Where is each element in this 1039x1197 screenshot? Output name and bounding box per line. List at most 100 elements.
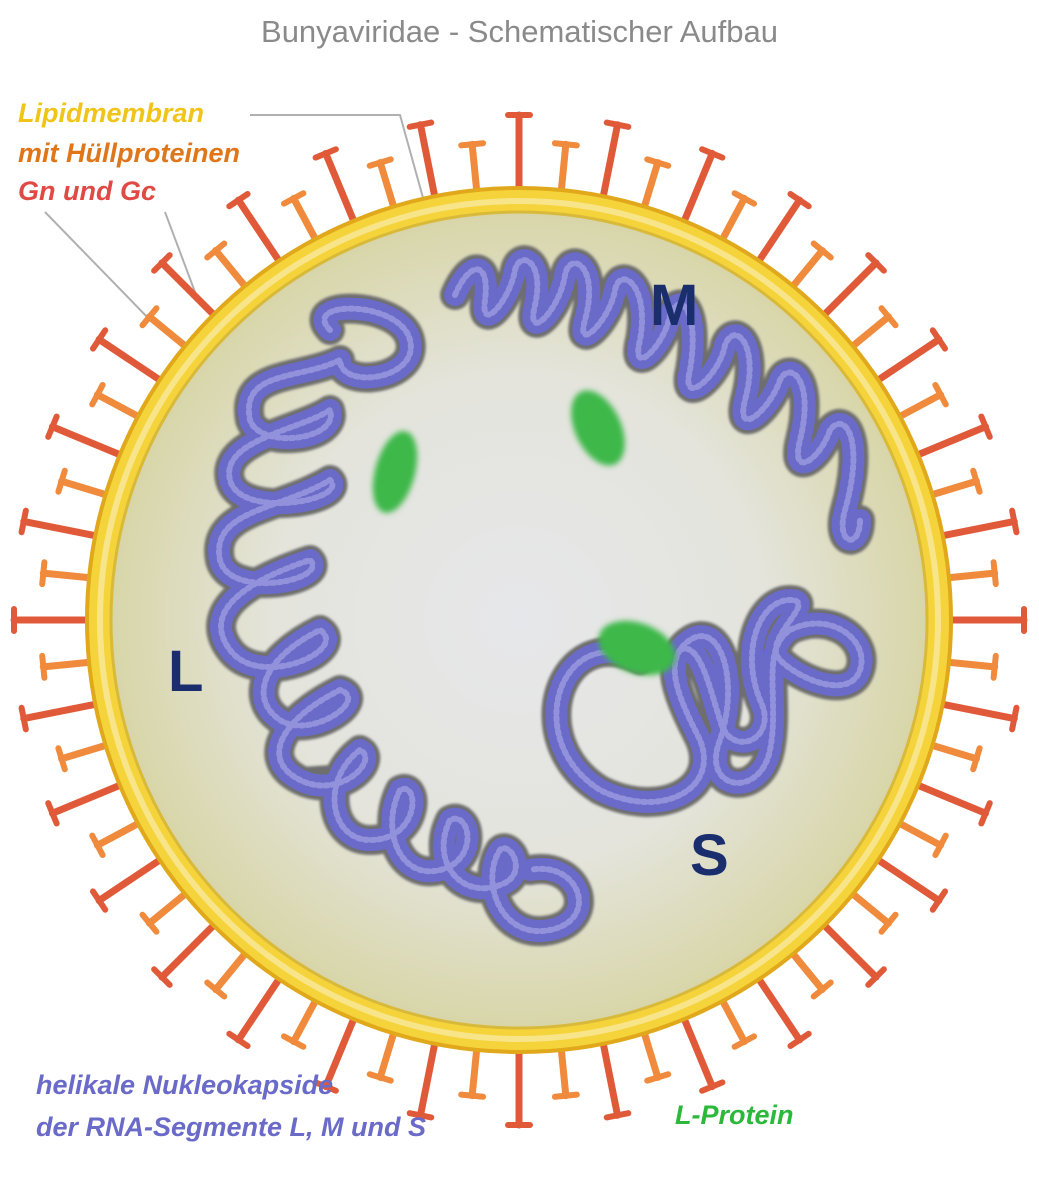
- envelope-protein-cap: [89, 381, 106, 408]
- envelope-protein-cap: [55, 467, 68, 495]
- envelope-protein-gn: [598, 121, 622, 207]
- segment-label-s: S: [690, 823, 729, 888]
- lipid-membrane-inner: [97, 198, 941, 1042]
- envelope-protein-cap: [878, 911, 899, 935]
- envelope-protein-cap: [366, 156, 394, 169]
- envelope-protein-gn: [95, 852, 170, 905]
- leader-lines: [44, 114, 426, 321]
- envelope-protein-cap: [204, 979, 228, 1000]
- envelope-protein-gn: [908, 779, 990, 817]
- envelope-protein-cap: [929, 327, 949, 352]
- envelope-protein-gn: [678, 1009, 716, 1091]
- envelope-protein-gn: [908, 423, 990, 461]
- envelope-protein-cap: [18, 507, 29, 536]
- leader-line-gc: [164, 211, 199, 301]
- label-gn-gc: Gn und Gc: [18, 176, 156, 207]
- envelope-protein-cap: [39, 559, 48, 588]
- envelope-protein-cap: [1009, 507, 1020, 536]
- envelope-protein-gn: [158, 259, 222, 323]
- envelope-protein-cap: [45, 413, 60, 440]
- l-protein-on-l: [372, 431, 418, 513]
- envelope-protein-cap: [878, 305, 899, 329]
- envelope-protein-gn: [234, 196, 287, 271]
- envelope-protein-gn: [20, 517, 106, 541]
- envelope-protein-cap: [139, 305, 160, 329]
- envelope-protein-cap: [204, 240, 228, 261]
- envelope-protein-cap: [810, 979, 834, 1000]
- envelope-protein-cap: [731, 190, 758, 207]
- envelope-protein-cap: [226, 1030, 251, 1050]
- envelope-protein-cap: [865, 966, 887, 988]
- l-protein-on-m: [571, 390, 625, 466]
- envelope-protein-cap: [55, 745, 68, 773]
- envelope-protein-cap: [551, 1091, 580, 1100]
- envelope-protein-cap: [978, 413, 993, 440]
- envelope-protein-gn: [20, 699, 106, 723]
- envelope-protein-cap: [970, 745, 983, 773]
- segment-label-l: L: [168, 639, 204, 704]
- leader-line-membrane: [250, 114, 426, 206]
- envelope-protein-cap: [406, 1110, 435, 1121]
- envelope-protein-cap: [932, 381, 949, 408]
- envelope-protein-cap: [406, 119, 435, 130]
- envelope-protein-gn: [751, 196, 804, 271]
- envelope-protein-cap: [644, 1071, 672, 1084]
- envelope-protein-cap: [551, 140, 580, 149]
- envelope-protein-gn: [598, 1033, 622, 1119]
- envelope-protein-cap: [280, 190, 307, 207]
- envelope-protein-cap: [603, 119, 632, 130]
- envelope-protein-gn: [234, 969, 287, 1044]
- envelope-protein-cap: [366, 1071, 394, 1084]
- envelope-protein-cap: [89, 327, 109, 352]
- segment-label-m: M: [650, 273, 699, 338]
- envelope-protein-cap: [39, 652, 48, 681]
- envelope-protein-cap: [731, 1033, 758, 1050]
- envelope-protein-gn: [95, 335, 170, 388]
- envelope-protein-cap: [18, 704, 29, 733]
- label-envelope-proteins: mit Hüllproteinen: [18, 138, 240, 168]
- envelope-protein-cap: [458, 140, 487, 149]
- diagram-title: Bunyaviridae - Schematischer Aufbau: [261, 14, 778, 49]
- envelope-protein-cap: [151, 966, 173, 988]
- envelope-protein-cap: [990, 559, 999, 588]
- envelope-protein-cap: [699, 146, 726, 161]
- envelope-protein-cap: [1009, 704, 1020, 733]
- envelope-protein-cap: [865, 252, 887, 274]
- envelope-protein-cap: [226, 190, 251, 210]
- envelope-proteins: [10, 111, 1028, 1129]
- envelope-protein-gn: [416, 121, 440, 207]
- envelope-protein-gn: [678, 149, 716, 231]
- envelope-protein-cap: [458, 1091, 487, 1100]
- envelope-protein-cap: [644, 156, 672, 169]
- l-protein-on-s: [598, 620, 676, 676]
- envelope-protein-cap: [932, 832, 949, 859]
- envelope-protein-cap: [45, 800, 60, 827]
- envelope-protein-cap: [810, 240, 834, 261]
- envelope-protein-cap: [312, 146, 339, 161]
- envelope-protein-cap: [603, 1110, 632, 1121]
- envelope-protein-cap: [929, 888, 949, 913]
- l-proteins: [372, 390, 676, 676]
- label-nucleocapsid-line2: der RNA-Segmente L, M und S: [36, 1112, 427, 1142]
- leader-line-gn: [44, 211, 151, 321]
- label-l-protein: L-Protein: [675, 1100, 794, 1130]
- envelope-protein-gn: [751, 969, 804, 1044]
- envelope-protein-gn: [48, 779, 130, 817]
- envelope-protein-cap: [151, 252, 173, 274]
- envelope-protein-cap: [970, 467, 983, 495]
- label-gn-gc-text: Gn und Gc: [18, 176, 156, 206]
- envelope-protein-cap: [978, 800, 993, 827]
- envelope-protein-cap: [787, 190, 812, 210]
- envelope-protein-cap: [699, 1079, 726, 1094]
- envelope-protein-gn: [48, 423, 130, 461]
- envelope-protein-cap: [787, 1030, 812, 1050]
- envelope-protein-cap: [89, 888, 109, 913]
- envelope-protein-gn: [158, 917, 222, 981]
- envelope-protein-gn: [932, 517, 1018, 541]
- envelope-protein-gn: [932, 699, 1018, 723]
- label-nucleocapsid-line1: helikale Nukleokapside: [36, 1070, 334, 1100]
- envelope-protein-gn: [868, 852, 943, 905]
- envelope-protein-gn: [416, 1033, 440, 1119]
- envelope-protein-gn: [322, 1009, 360, 1091]
